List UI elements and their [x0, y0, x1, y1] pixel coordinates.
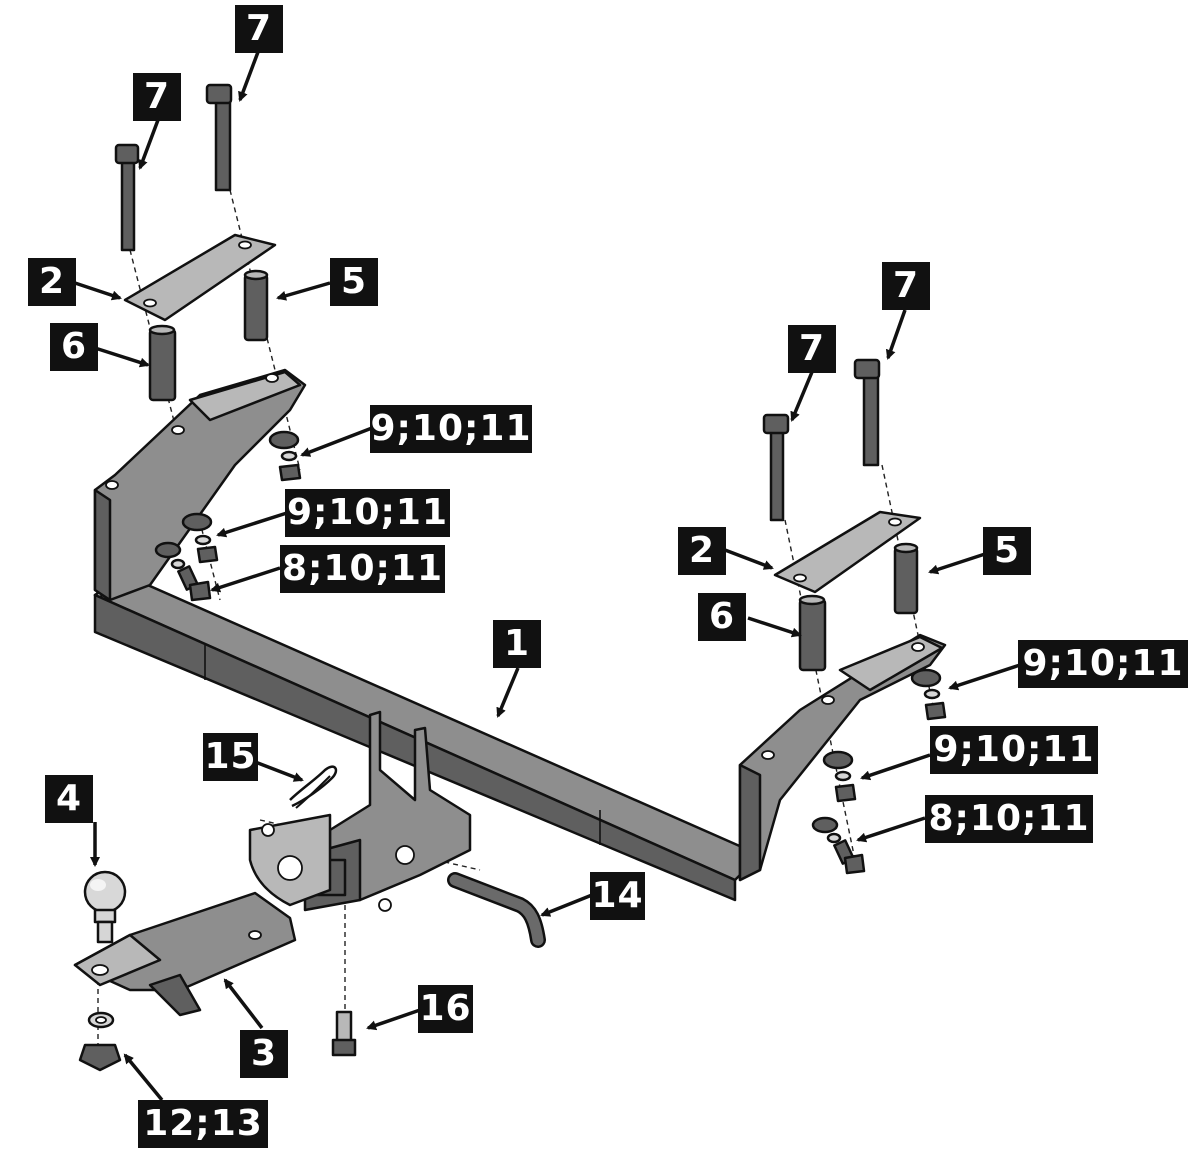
- callout-plate-right: 2: [678, 527, 726, 575]
- callout-plate-left: 2: [28, 258, 76, 306]
- callout-nut-left-b: 9;10;11: [285, 489, 450, 537]
- left-bolt-c-part: [154, 541, 212, 602]
- left-bracket-part: [93, 368, 307, 602]
- callout-ball-mount: 3: [240, 1030, 288, 1078]
- left-spacer-6-part: [148, 324, 177, 402]
- callout-bolt-left-c: 8;10;11: [280, 545, 445, 593]
- callout-nut-left-a: 9;10;11: [370, 405, 532, 453]
- right-bolt-b-part: [853, 358, 881, 467]
- callout-spacer-left-5: 5: [330, 258, 378, 306]
- callout-bolt-right-c: 8;10;11: [925, 795, 1093, 843]
- callout-spacer-right-6: 6: [698, 593, 746, 641]
- left-plate-part: [123, 233, 277, 322]
- right-spacer-5-part: [893, 542, 919, 615]
- callout-bolt-left-b: 7: [133, 73, 181, 121]
- callout-bolt-bottom: 16: [418, 985, 473, 1033]
- right-nut-washer-b-part: [822, 750, 857, 803]
- left-bolt-b-part: [205, 83, 233, 192]
- callout-towball: 4: [45, 775, 93, 823]
- callout-bolt-left-a: 7: [235, 5, 283, 53]
- callout-nut-right-a: 9;10;11: [1018, 640, 1188, 688]
- towball-part: [83, 870, 127, 944]
- callout-spacer-left-6: 6: [50, 323, 98, 371]
- left-nut-washer-a-part: [268, 430, 302, 482]
- callout-crossbar: 1: [493, 620, 541, 668]
- left-spacer-5-part: [243, 269, 269, 342]
- bottom-bolt-part: [331, 1010, 357, 1057]
- pin-part: [447, 872, 546, 948]
- left-nut-washer-b-part: [181, 512, 219, 564]
- callout-clip: 15: [203, 733, 258, 781]
- callout-arrows: [74, 51, 1021, 1102]
- callout-bolt-right-a: 7: [788, 325, 836, 373]
- right-nut-washer-a-part: [910, 668, 947, 721]
- callout-spacer-right-5: 5: [983, 527, 1031, 575]
- right-bolt-a-part: [762, 413, 790, 522]
- left-bolt-a-part: [114, 143, 140, 252]
- clip-part: [289, 765, 338, 809]
- right-bolt-c-part: [811, 816, 866, 875]
- callout-pin: 14: [590, 872, 645, 920]
- right-spacer-6-part: [798, 594, 827, 672]
- callout-bolt-right-b: 7: [882, 262, 930, 310]
- right-bracket-part: [738, 633, 947, 882]
- ball-mount-part: [73, 891, 297, 1017]
- callout-nut-right-b: 9;10;11: [930, 726, 1098, 774]
- towball-nut-washer-part: [78, 1011, 122, 1072]
- right-plate-part: [773, 510, 922, 594]
- receiver-assembly-part: [248, 710, 472, 912]
- callout-nut-washer: 12;13: [138, 1100, 268, 1148]
